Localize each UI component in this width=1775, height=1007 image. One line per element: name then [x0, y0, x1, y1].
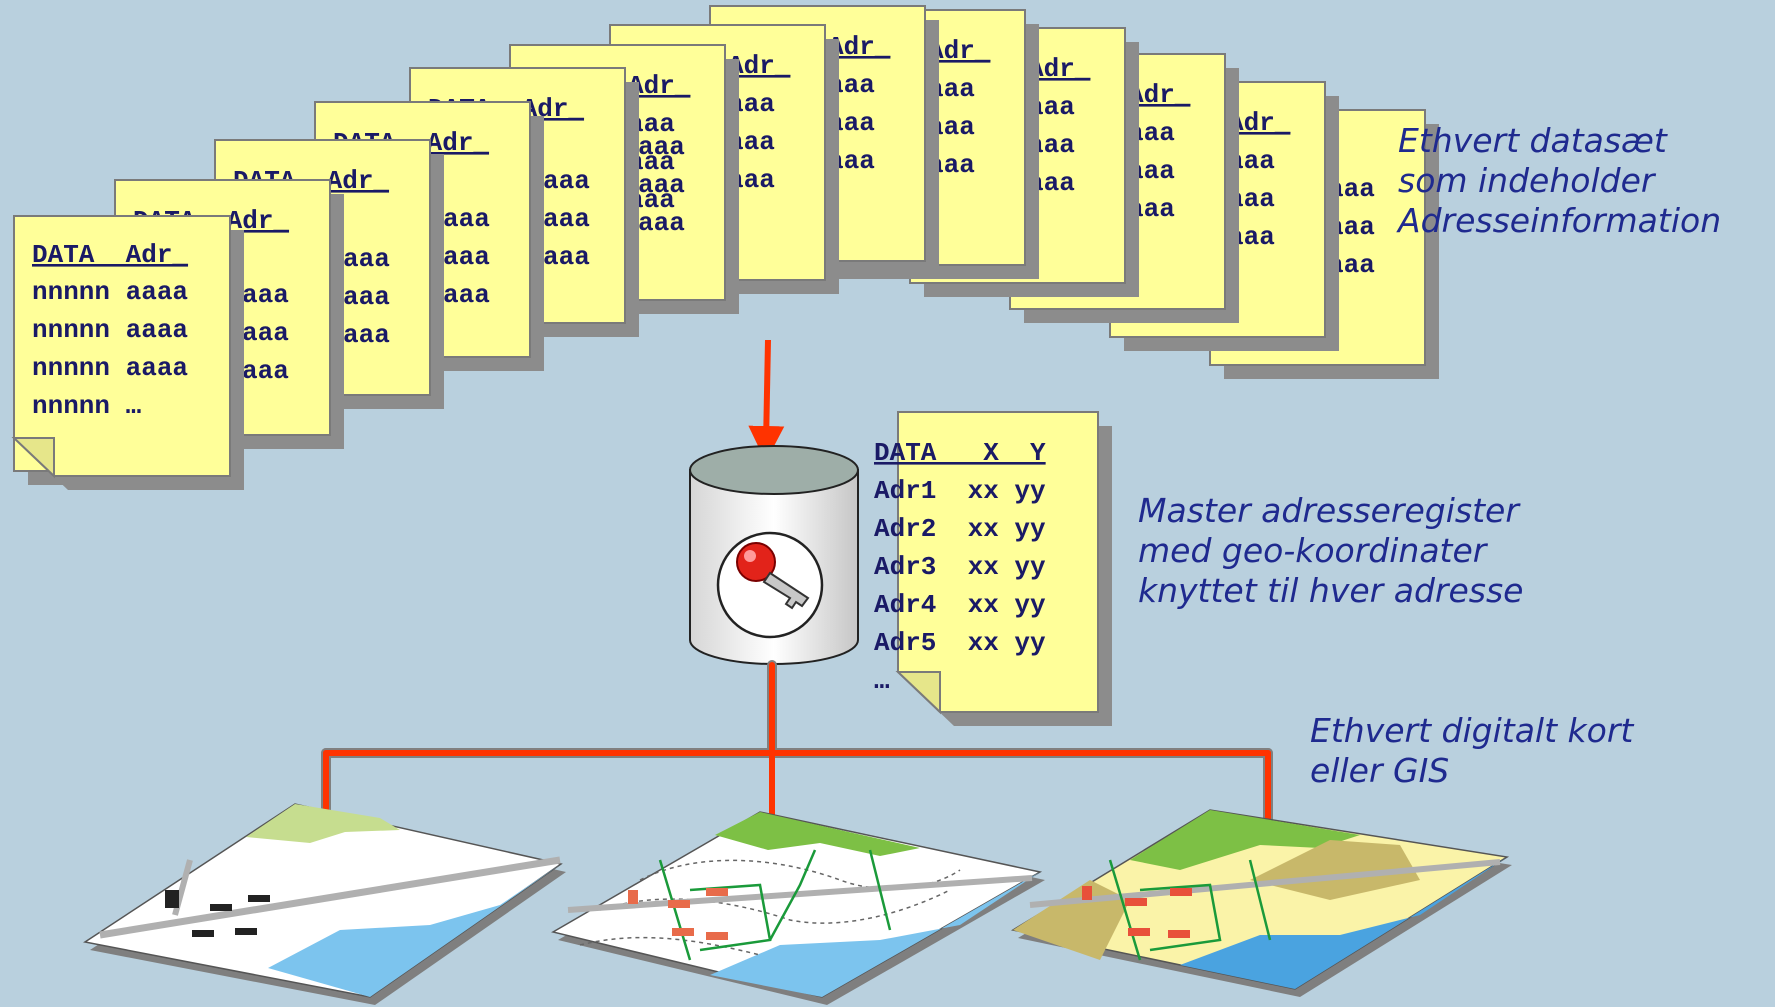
- dataset-card-row: aaa: [543, 166, 590, 196]
- dataset-card-row: aaa: [343, 244, 390, 274]
- maps-label-line1: Ethvert digitalt kort: [1310, 711, 1634, 750]
- dataset-card-row: aaa: [638, 208, 685, 238]
- dataset-card-row: aaa: [242, 356, 289, 386]
- front-card-row: nnnnn …: [32, 391, 141, 421]
- datasets-label-line3: Adresseinformation: [1396, 201, 1721, 240]
- master-label-line2: med geo-koordinater: [1138, 531, 1489, 570]
- register-row: Adr4 xx yy: [874, 590, 1046, 620]
- master-label-line1: Master adresseregister: [1138, 491, 1521, 530]
- red-key-icon: [736, 542, 810, 610]
- front-card-row: nnnnn aaaa: [32, 315, 188, 345]
- front-card-row: nnnnn aaaa: [32, 353, 188, 383]
- dataset-card-row: aaa: [343, 320, 390, 350]
- dataset-card-row: aaa: [242, 280, 289, 310]
- dataset-card-row: aaa: [242, 318, 289, 348]
- register-row: …: [874, 666, 890, 696]
- front-card-row: nnnnn aaaa: [32, 277, 188, 307]
- dataset-card-row: aaa: [343, 282, 390, 312]
- front-card-header: DATA Adr_: [32, 240, 188, 270]
- contour-map-icon: [551, 811, 1045, 1005]
- dataset-cards: aaaaaaaaaAdr_aaaaaaaaaAdr_aaaaaaaaaAdr_a…: [13, 5, 1439, 485]
- datasets-label-line2: som indeholder: [1398, 161, 1657, 200]
- dataset-card-row: aaa: [543, 204, 590, 234]
- master-register-card: DATA X Y Adr1 xx yy Adr2 xx yy Adr3 xx y…: [874, 411, 1112, 726]
- dataset-card-row: aaa: [443, 280, 490, 310]
- register-header: DATA X Y: [874, 438, 1046, 468]
- master-label-line3: knyttet til hver adresse: [1138, 571, 1523, 610]
- dataset-card-row: aaa: [443, 204, 490, 234]
- maps-label-line2: eller GIS: [1310, 751, 1449, 790]
- dataset-card-row: aaa: [638, 170, 685, 200]
- plain-map-icon: [83, 803, 566, 1005]
- dataset-card-row: aaa: [443, 242, 490, 272]
- register-row: Adr3 xx yy: [874, 552, 1046, 582]
- front-dataset-card: DATA Adr_ nnnnn aaaa nnnnn aaaa nnnnn aa…: [11, 215, 244, 490]
- dataset-card-row: aaa: [638, 132, 685, 162]
- gis-map-icon: [1010, 809, 1512, 997]
- datasets-label-line1: Ethvert datasæt: [1398, 121, 1668, 160]
- arrow-to-database: [748, 339, 785, 462]
- register-row: Adr2 xx yy: [874, 514, 1046, 544]
- register-row: Adr5 xx yy: [874, 628, 1046, 658]
- dataset-card-row: aaa: [543, 242, 590, 272]
- register-row: Adr1 xx yy: [874, 476, 1046, 506]
- database-cylinder-icon: [689, 445, 859, 665]
